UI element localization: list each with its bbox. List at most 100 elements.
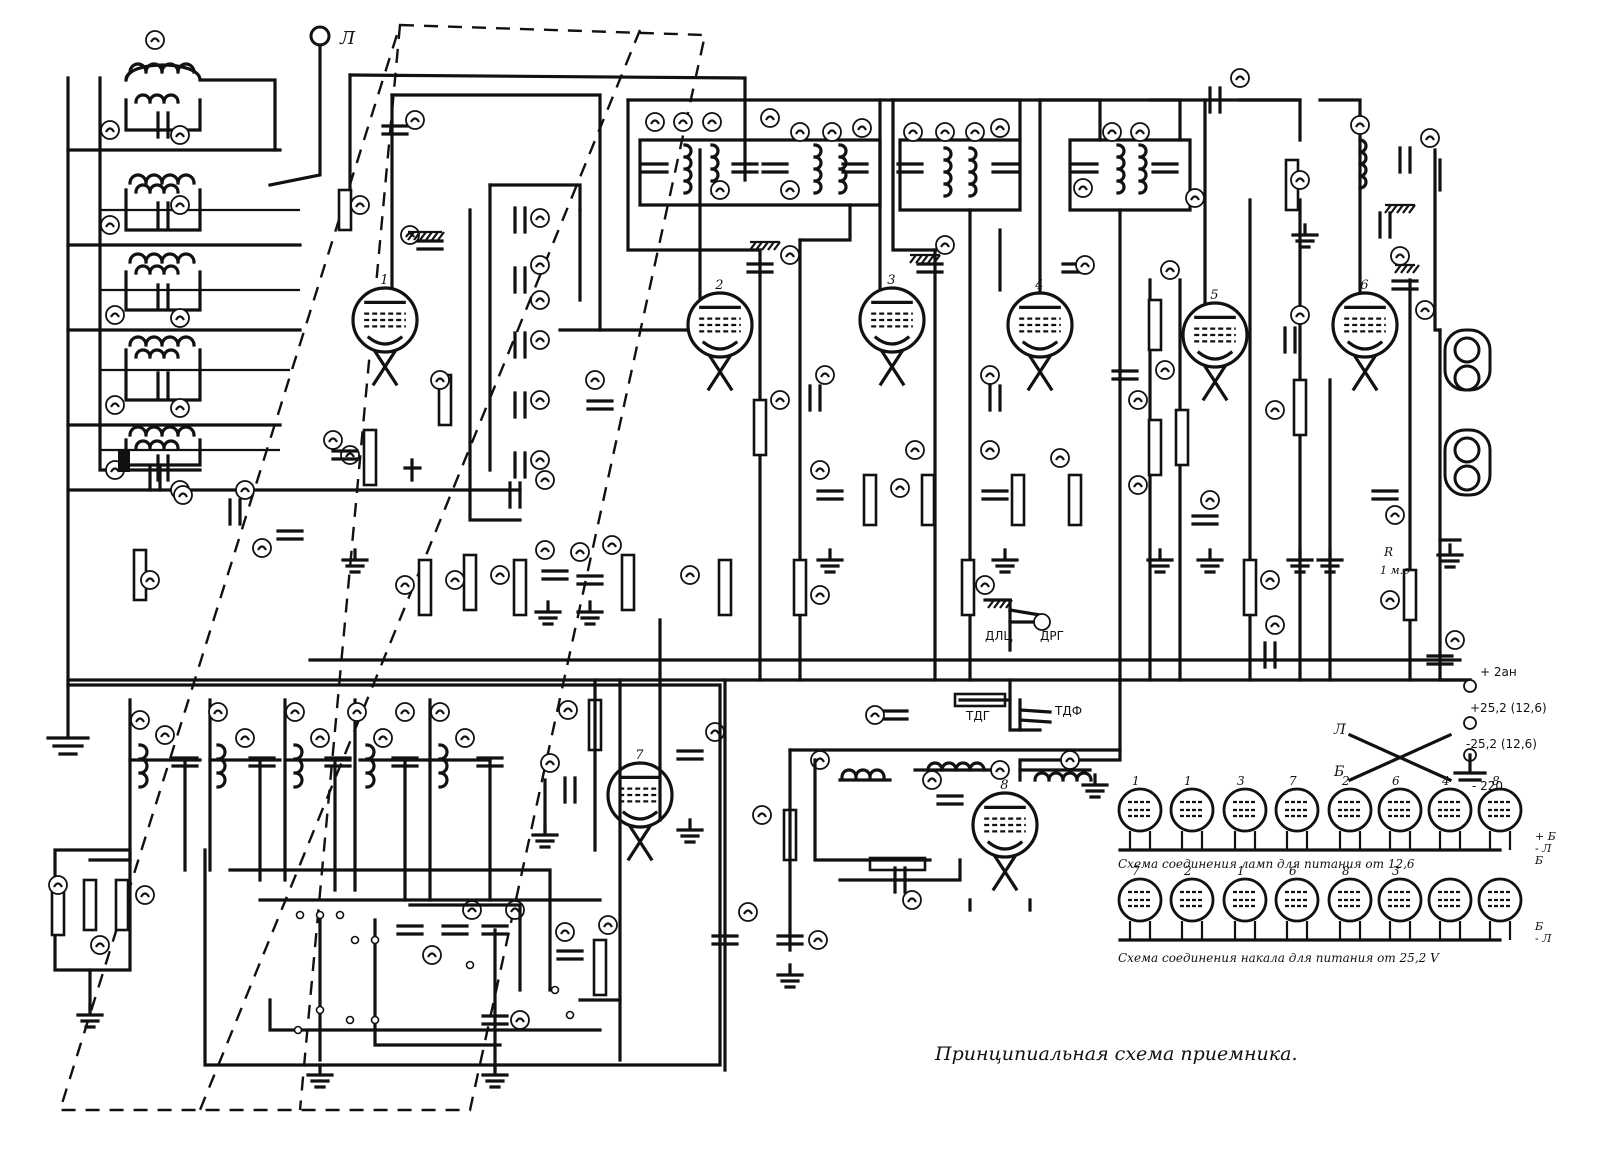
ground-symbol bbox=[1081, 773, 1109, 799]
resistor bbox=[1147, 298, 1163, 352]
inductor-coil bbox=[293, 743, 304, 789]
contact-terminal bbox=[315, 910, 325, 920]
part-ref-bubble bbox=[585, 370, 605, 390]
resistor bbox=[620, 553, 636, 612]
part-ref-bubble bbox=[780, 245, 800, 265]
part-ref-bubble bbox=[100, 120, 120, 140]
chassis-ground bbox=[407, 230, 445, 241]
ground-symbol bbox=[534, 600, 562, 626]
resistor-note-value: 1 м.о bbox=[1380, 564, 1410, 577]
part-ref-bubble bbox=[445, 570, 465, 590]
ground-symbol bbox=[1286, 548, 1314, 574]
filament-tube bbox=[1169, 877, 1215, 940]
part-ref-bubble bbox=[170, 308, 190, 328]
part-ref-bubble bbox=[1075, 255, 1095, 275]
part-ref-bubble bbox=[100, 215, 120, 235]
part-ref-bubble bbox=[530, 255, 550, 275]
chain-tube-number: 1 bbox=[1237, 864, 1245, 878]
part-ref-bubble bbox=[422, 945, 442, 965]
chassis-ground bbox=[909, 253, 941, 264]
part-ref-bubble bbox=[780, 180, 800, 200]
gain-label-right: ТДФ bbox=[1054, 704, 1082, 718]
chain-tube-number: 3 bbox=[1237, 774, 1245, 788]
ground-symbol bbox=[576, 600, 604, 626]
inductor-coil bbox=[1138, 143, 1148, 195]
input-coils bbox=[100, 30, 196, 500]
tube-number: 7 bbox=[635, 748, 644, 763]
capacitor bbox=[1071, 162, 1099, 174]
chassis-ground bbox=[1394, 263, 1420, 274]
part-ref-bubble bbox=[1350, 115, 1370, 135]
capacitor bbox=[513, 391, 527, 419]
inductor-coil bbox=[134, 264, 180, 275]
contact-terminal bbox=[465, 960, 475, 970]
part-ref-bubble bbox=[645, 112, 665, 132]
part-ref-bubble bbox=[1290, 170, 1310, 190]
part-ref-bubble bbox=[135, 885, 155, 905]
terminal-minus-25: -25,2 (12,6) bbox=[1466, 737, 1537, 751]
capacitor bbox=[381, 124, 409, 136]
capacitor bbox=[1191, 514, 1219, 526]
part-ref-bubble bbox=[865, 705, 885, 725]
capacitor bbox=[676, 749, 704, 761]
part-ref-bubble bbox=[810, 460, 830, 480]
part-ref-bubble bbox=[738, 902, 758, 922]
capacitor bbox=[276, 529, 304, 541]
part-ref-bubble bbox=[1050, 448, 1070, 468]
part-ref-bubble bbox=[1185, 188, 1205, 208]
chain-tube-number: 6 bbox=[1392, 774, 1400, 788]
contact-terminal bbox=[293, 1025, 303, 1035]
filament-tube bbox=[1117, 877, 1163, 940]
capacitor bbox=[513, 206, 527, 234]
capacitor bbox=[396, 924, 424, 936]
capacitor bbox=[576, 574, 604, 586]
ground-symbol bbox=[1146, 548, 1174, 574]
contact-terminal bbox=[565, 1010, 575, 1020]
part-ref-bubble bbox=[810, 585, 830, 605]
capacitor bbox=[586, 399, 614, 411]
part-ref-bubble bbox=[702, 112, 722, 132]
capacitor bbox=[881, 709, 909, 721]
inductor-coil bbox=[813, 143, 823, 195]
tube-8: 8 bbox=[971, 778, 1039, 892]
filament-tube bbox=[1477, 787, 1523, 850]
part-ref-bubble bbox=[540, 753, 560, 773]
capacitor bbox=[324, 756, 352, 768]
part-ref-bubble bbox=[252, 538, 272, 558]
if-transformers bbox=[641, 108, 1370, 208]
part-ref-bubble bbox=[980, 365, 1000, 385]
part-ref-bubble bbox=[145, 30, 165, 50]
inductor-coil bbox=[365, 743, 376, 789]
part-ref-bubble bbox=[1073, 178, 1093, 198]
filament-tube bbox=[1327, 787, 1373, 850]
inductor-coil bbox=[943, 146, 953, 198]
part-ref-bubble bbox=[405, 110, 425, 130]
tube-number: 8 bbox=[1000, 778, 1008, 793]
part-ref-bubble bbox=[530, 330, 550, 350]
part-ref-bubble bbox=[170, 398, 190, 418]
chain-tube-number: 7 bbox=[1132, 864, 1140, 878]
capacitor bbox=[1378, 211, 1392, 239]
part-ref-bubble bbox=[530, 208, 550, 228]
part-ref-bubble bbox=[395, 702, 415, 722]
resistor bbox=[792, 558, 808, 617]
capacitor bbox=[731, 162, 759, 174]
part-ref-bubble bbox=[170, 195, 190, 215]
part-ref-bubble bbox=[1155, 360, 1175, 380]
ground-symbol bbox=[341, 548, 369, 574]
chassis-ground bbox=[1384, 203, 1416, 214]
capacitor bbox=[508, 481, 522, 509]
part-ref-bubble bbox=[490, 565, 510, 585]
inductor-coil bbox=[1358, 138, 1368, 190]
capacitor bbox=[156, 201, 170, 229]
resistor bbox=[462, 553, 478, 612]
tube-number: 6 bbox=[1360, 278, 1368, 293]
part-ref-bubble bbox=[170, 125, 190, 145]
part-ref-bubble bbox=[530, 290, 550, 310]
inductor-coil bbox=[926, 761, 986, 772]
capacitor bbox=[228, 498, 242, 526]
part-ref-bubble bbox=[935, 122, 955, 142]
part-ref-bubble bbox=[975, 575, 995, 595]
